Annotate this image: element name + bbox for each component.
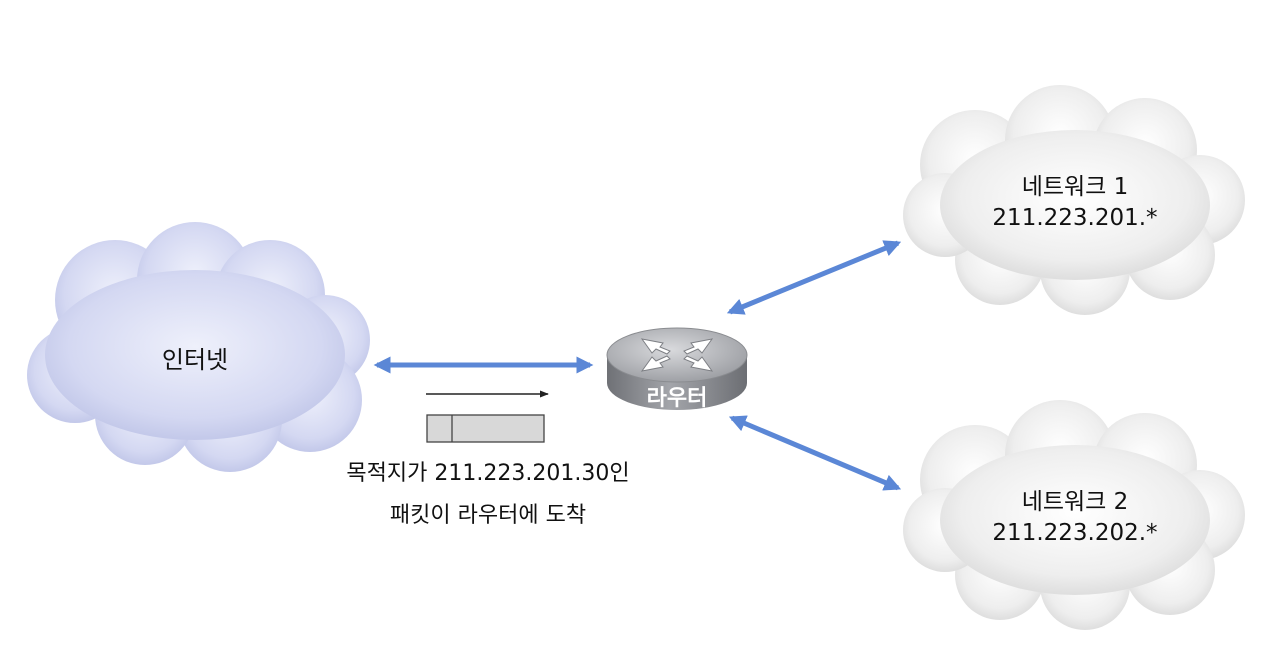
internet-cloud xyxy=(27,222,370,472)
router-label: 라우터 xyxy=(647,386,708,411)
network-2-name: 네트워크 2 xyxy=(1022,489,1129,515)
router-icon xyxy=(606,327,748,410)
packet-icon xyxy=(426,414,545,443)
link-router-network1 xyxy=(726,240,902,315)
network-2-cloud xyxy=(903,400,1245,630)
network-1-address: 211.223.201.* xyxy=(992,205,1157,231)
internet-label: 인터넷 xyxy=(162,346,228,374)
packet-caption-line-2: 패킷이 라우터에 도착 xyxy=(390,503,586,528)
link-router-network2 xyxy=(728,415,902,491)
network-2-address: 211.223.202.* xyxy=(992,520,1157,546)
network-1-cloud xyxy=(903,85,1245,315)
packet-caption-line-1: 목적지가 211.223.201.30인 xyxy=(346,461,629,486)
router-arrows-icon xyxy=(640,338,714,372)
network-1-name: 네트워크 1 xyxy=(1022,174,1129,200)
